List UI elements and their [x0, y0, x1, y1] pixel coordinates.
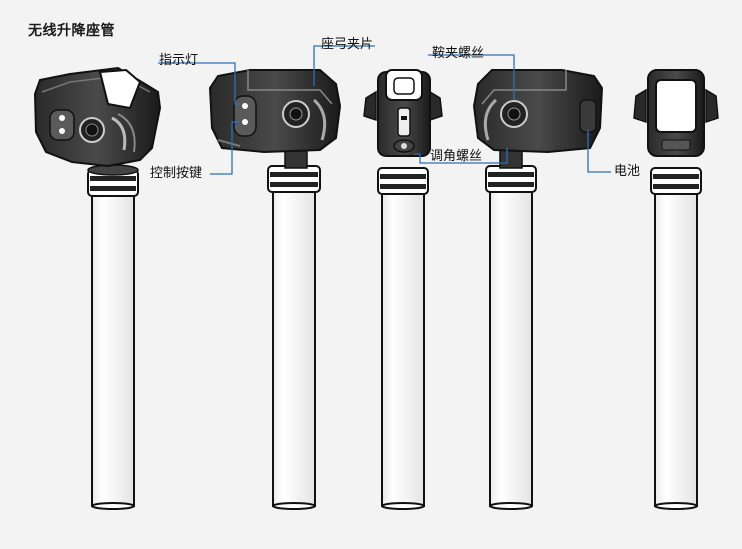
diagram-title: 无线升降座管 [28, 23, 115, 39]
label-control-button: 控制按键 [150, 166, 203, 181]
head [33, 66, 162, 168]
head [633, 69, 719, 157]
seatpost-rear-side-view [472, 69, 604, 510]
leader-lines [158, 45, 611, 175]
head [208, 69, 342, 154]
label-saddle-screw: 鞍夹螺丝 [432, 46, 485, 61]
tube [91, 193, 135, 507]
saddle-screw-leader [428, 54, 515, 100]
tube [381, 191, 425, 507]
seatpost-perspective-view [33, 66, 162, 510]
collar [650, 167, 702, 195]
tube [272, 189, 316, 507]
angle-screw-leader [414, 148, 508, 164]
battery-leader [587, 130, 611, 173]
tube [489, 189, 533, 507]
collar [485, 165, 537, 193]
seatpost-back-view [633, 69, 719, 510]
head [363, 69, 443, 157]
collar [87, 164, 139, 197]
tube-bottom [91, 502, 135, 510]
label-indicator: 指示灯 [159, 53, 199, 68]
indicator-leader [158, 62, 240, 105]
collar [377, 167, 429, 195]
seatpost-side-view [208, 69, 342, 510]
collar [267, 165, 321, 193]
seatpost-front-view [363, 69, 443, 510]
label-angle-screw: 调角螺丝 [430, 149, 483, 164]
control-button-leader [210, 121, 240, 175]
label-clamp: 座弓夹片 [321, 37, 374, 52]
clamp-leader [313, 45, 375, 86]
label-battery: 电池 [614, 164, 641, 179]
head [472, 69, 604, 154]
tube [654, 191, 698, 507]
